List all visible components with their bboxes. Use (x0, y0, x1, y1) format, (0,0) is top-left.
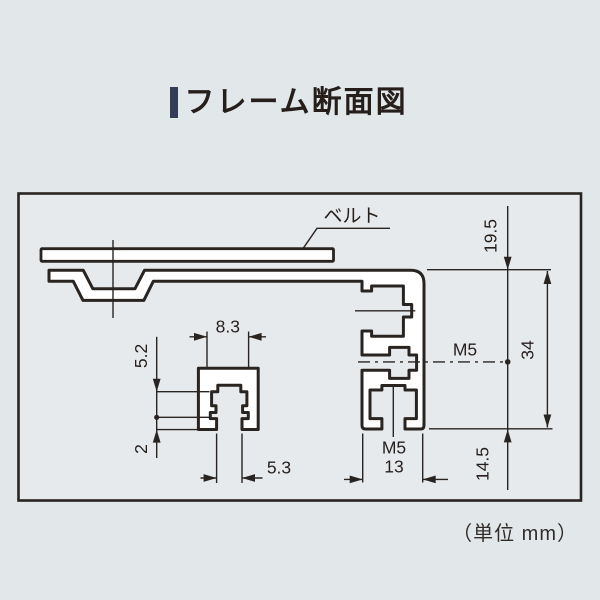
belt-shape (39, 247, 335, 263)
arrowhead (152, 429, 161, 443)
arrowhead (543, 271, 552, 284)
arrowhead (203, 474, 217, 482)
unit-note: （単位 mm） (452, 523, 578, 545)
arrowhead (503, 429, 512, 443)
dim-5-3-label: 5.3 (267, 458, 291, 478)
dim-34-label: 34 (518, 340, 538, 360)
slider-profile-shape (196, 366, 260, 431)
dim-5-2-label: 5.2 (131, 344, 151, 368)
arrowhead (242, 474, 255, 482)
belt-leader-line (301, 227, 390, 250)
m5-side-label: M5 (453, 340, 477, 360)
dim-8-3-label: 8.3 (216, 317, 240, 337)
m5-bottom-label: M5 (382, 438, 406, 458)
diagram-frame (17, 192, 583, 502)
arrowhead (194, 332, 207, 341)
dim-14-5-label: 14.5 (473, 447, 493, 481)
belt-label: ベルト (323, 206, 380, 227)
dim-19-5-label: 19.5 (481, 219, 501, 253)
page-title: フレーム断面図 (170, 87, 408, 118)
dim-13-label: 13 (384, 457, 403, 477)
dim-junction-dot (154, 414, 160, 420)
arrowhead (152, 378, 161, 392)
title-accent-bar (170, 87, 178, 118)
arrowhead (543, 414, 552, 428)
arrowhead (349, 475, 363, 484)
arrowhead (503, 256, 512, 270)
page-title-text: フレーム断面図 (184, 86, 408, 119)
arrowhead (248, 332, 262, 341)
dim-2-label: 2 (131, 444, 151, 454)
arrowhead (422, 475, 436, 484)
frame-profile-shape (47, 268, 426, 431)
